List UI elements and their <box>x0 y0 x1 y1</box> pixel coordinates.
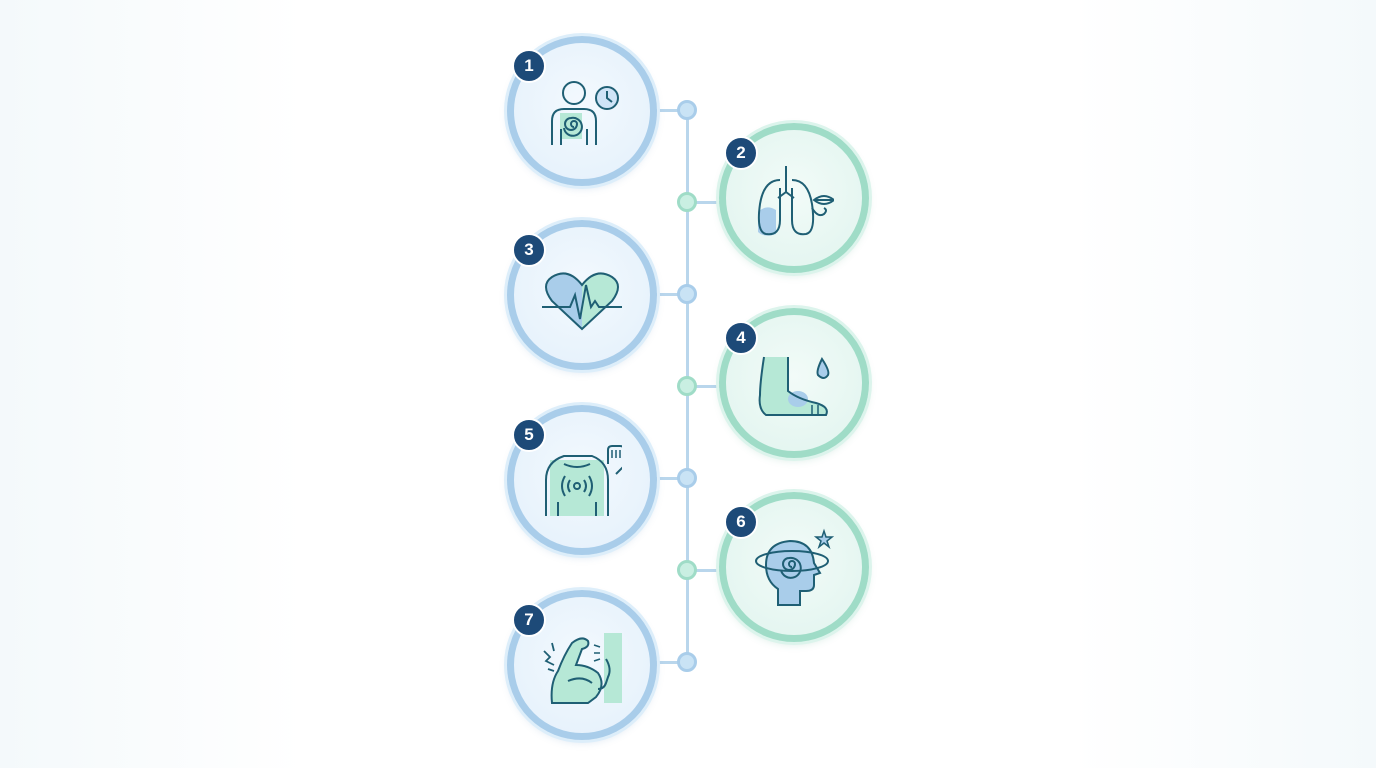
timeline-node-5 <box>677 468 697 488</box>
step-2-badge: 2 <box>724 136 758 170</box>
timeline-node-2 <box>677 192 697 212</box>
timeline-node-3 <box>677 284 697 304</box>
step-3-badge: 3 <box>512 233 546 267</box>
timeline-node-6 <box>677 560 697 580</box>
step-2-circle: 2 <box>719 123 869 273</box>
connector-3 <box>652 293 682 296</box>
person-clock-icon <box>551 81 619 145</box>
step-5-circle: 5 <box>507 405 657 555</box>
heart-pulse-icon <box>542 272 622 331</box>
step-5-badge: 5 <box>512 418 546 452</box>
connector-4 <box>692 385 722 388</box>
connector-2 <box>692 201 722 204</box>
swollen-foot-icon <box>758 356 830 416</box>
step-4-circle: 4 <box>719 308 869 458</box>
connector-1 <box>652 109 682 112</box>
connector-5 <box>652 477 682 480</box>
step-7-badge: 7 <box>512 603 546 637</box>
step-7-circle: 7 <box>507 590 657 740</box>
timeline-node-4 <box>677 376 697 396</box>
timeline-node-1 <box>677 100 697 120</box>
lungs-icon <box>757 166 834 236</box>
step-1-circle: 1 <box>507 36 657 186</box>
step-4-badge: 4 <box>724 321 758 355</box>
step-3-circle: 3 <box>507 220 657 370</box>
timeline-node-7 <box>677 652 697 672</box>
connector-7 <box>652 661 682 664</box>
chest-pain-icon <box>545 445 622 516</box>
dizzy-head-icon <box>755 528 834 606</box>
muscle-arm-icon <box>543 633 622 704</box>
step-6-circle: 6 <box>719 492 869 642</box>
connector-6 <box>692 569 722 572</box>
step-6-badge: 6 <box>724 505 758 539</box>
step-1-badge: 1 <box>512 49 546 83</box>
